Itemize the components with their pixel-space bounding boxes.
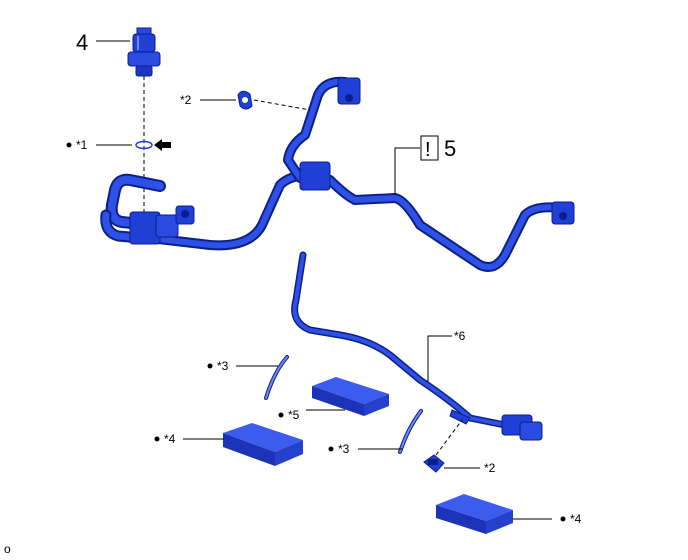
leader-5 (394, 147, 420, 195)
label-ref4b: *4 (570, 512, 582, 526)
bullet-ref5 (278, 412, 284, 418)
label-ref6: *6 (454, 329, 466, 343)
hose-connector (501, 414, 543, 441)
tie-strap-b-highlight (399, 410, 422, 453)
label-part-4: 4 (76, 30, 88, 55)
label-ref5: *5 (288, 408, 300, 422)
pad-ref4a (223, 423, 303, 466)
arrow-icon (154, 139, 171, 151)
label-ref2b: *2 (484, 461, 496, 475)
hose-tab (449, 409, 471, 425)
label-ref1: *1 (76, 138, 88, 152)
clip-top (237, 90, 253, 110)
tie-strap-a-highlight (265, 356, 288, 399)
sensor-part-4 (127, 27, 161, 77)
dashed-guide-clip-bottom (435, 419, 463, 456)
label-caution: ! (425, 139, 431, 161)
lower-hose (291, 251, 509, 429)
label-ref3a: *3 (217, 359, 229, 373)
pipe-assembly-part-5 (100, 76, 565, 272)
leader-ref6 (427, 335, 452, 382)
label-part-5: 5 (444, 136, 456, 161)
label-ref2a: *2 (180, 93, 192, 107)
label-ref3b: *3 (338, 442, 350, 456)
upper-fitting (337, 77, 361, 105)
dashed-guide-clip-top (253, 99, 311, 111)
tie-strap-a (264, 355, 289, 400)
bullet-ref3b (328, 446, 334, 452)
sensor-housing (129, 205, 195, 245)
caution-box (420, 135, 439, 161)
clip-bottom (423, 454, 445, 473)
bullet-ref3a (207, 363, 213, 369)
o-ring (135, 140, 153, 150)
pad-ref4b (436, 494, 513, 534)
figure-code: o (4, 542, 11, 556)
pipe-bracket (299, 161, 331, 191)
bullet-ref1 (66, 142, 72, 148)
pad-ref5 (312, 377, 389, 416)
label-ref4a: *4 (164, 432, 176, 446)
bullet-ref4b (560, 516, 566, 522)
right-fitting (551, 201, 575, 225)
bullet-ref4a (154, 436, 160, 442)
